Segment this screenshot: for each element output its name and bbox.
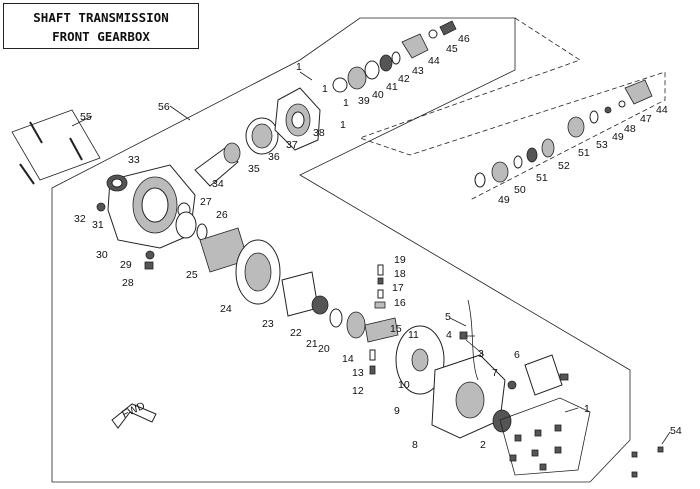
callout-20: 20 xyxy=(318,343,330,355)
washer-22-icon xyxy=(311,295,329,315)
callout-42: 42 xyxy=(398,73,410,85)
callout-52: 52 xyxy=(558,160,570,172)
callout-53: 53 xyxy=(596,139,608,151)
shim-26-icon xyxy=(196,223,208,241)
callout-29: 29 xyxy=(120,259,132,271)
callout-35: 35 xyxy=(248,163,260,175)
callout-49-b: 49 xyxy=(498,194,510,206)
callout-16: 16 xyxy=(394,297,406,309)
kit-55-outline xyxy=(11,109,101,181)
dashed-detail-outline xyxy=(358,17,666,201)
callout-34: 34 xyxy=(212,178,224,190)
callout-56: 56 xyxy=(158,101,170,113)
kit-55-bolts xyxy=(19,121,83,185)
callout-41: 41 xyxy=(386,81,398,93)
callout-5: 5 xyxy=(445,311,451,323)
detent-pins xyxy=(369,264,386,375)
callout-4: 4 xyxy=(446,329,452,341)
callout-51-a: 51 xyxy=(578,147,590,159)
assembly-56-outline xyxy=(51,17,631,483)
callout-7: 7 xyxy=(492,367,498,379)
upper-shaft-parts xyxy=(332,20,457,93)
callout-1-a: 1 xyxy=(296,61,302,73)
gearbox-housing-left xyxy=(107,164,196,249)
callout-31: 31 xyxy=(92,219,104,231)
callout-25: 25 xyxy=(186,269,198,281)
callout-19: 19 xyxy=(394,254,406,266)
title-line-1: SHAFT TRANSMISSION xyxy=(33,10,169,25)
seal-2-icon xyxy=(492,409,512,433)
leader-lines xyxy=(71,71,671,445)
bearing-27-icon xyxy=(175,211,197,239)
fwd-direction-arrow: FWD xyxy=(111,400,157,429)
callout-22: 22 xyxy=(290,327,302,339)
vent-hose-5 xyxy=(467,299,479,381)
callout-1-e: 1 xyxy=(584,403,590,415)
callout-46: 46 xyxy=(458,33,470,45)
callout-9: 9 xyxy=(394,405,400,417)
drain-plug-28-icon xyxy=(144,261,154,270)
gear-20-icon xyxy=(346,311,366,339)
callout-10: 10 xyxy=(398,379,410,391)
fork-15-icon xyxy=(364,317,399,343)
callout-43: 43 xyxy=(412,65,424,77)
callout-14: 14 xyxy=(342,353,354,365)
detail-shaft-parts xyxy=(474,79,653,188)
spacer-21-icon xyxy=(329,308,343,328)
washer-29-icon xyxy=(145,250,155,260)
callout-55: 55 xyxy=(80,111,92,123)
plug-31-icon xyxy=(96,202,106,212)
diagram-title-box: SHAFT TRANSMISSION FRONT GEARBOX xyxy=(3,3,199,49)
callout-6: 6 xyxy=(514,349,520,361)
callout-44-a: 44 xyxy=(428,55,440,67)
callout-32: 32 xyxy=(74,213,86,225)
vent-fitting-3-icon xyxy=(459,331,468,340)
bearing-housing-38 xyxy=(274,87,321,151)
callout-54: 54 xyxy=(670,425,682,437)
callout-1-d: 1 xyxy=(340,119,346,131)
bolts-54 xyxy=(631,446,664,478)
callout-50: 50 xyxy=(514,184,526,196)
callout-47: 47 xyxy=(640,113,652,125)
callout-1-b: 1 xyxy=(322,83,328,95)
callout-39: 39 xyxy=(358,95,370,107)
callout-3: 3 xyxy=(478,348,484,360)
callout-2: 2 xyxy=(480,439,486,451)
callout-45: 45 xyxy=(446,43,458,55)
oring-7-icon xyxy=(507,380,517,390)
gearbox-housing-right xyxy=(431,354,506,439)
callout-44-b: 44 xyxy=(656,104,668,116)
callout-30: 30 xyxy=(96,249,108,261)
callout-51-b: 51 xyxy=(536,172,548,184)
callout-48: 48 xyxy=(624,123,636,135)
callout-38: 38 xyxy=(313,127,325,139)
callout-18: 18 xyxy=(394,268,406,280)
callout-28: 28 xyxy=(122,277,134,289)
callout-15: 15 xyxy=(390,323,402,335)
callout-37: 37 xyxy=(286,139,298,151)
callout-36: 36 xyxy=(268,151,280,163)
callout-23: 23 xyxy=(262,318,274,330)
title-line-2: FRONT GEARBOX xyxy=(52,29,150,44)
callout-13: 13 xyxy=(352,367,364,379)
actuator-motor-6 xyxy=(524,354,569,396)
callout-49-a: 49 xyxy=(612,131,624,143)
callout-27: 27 xyxy=(200,196,212,208)
callout-1-c: 1 xyxy=(343,97,349,109)
callout-8: 8 xyxy=(412,439,418,451)
callout-33: 33 xyxy=(128,154,140,166)
callout-17: 17 xyxy=(392,282,404,294)
pinion-shaft xyxy=(194,142,241,187)
bolt-kit-1-bolts xyxy=(509,424,562,471)
callout-12: 12 xyxy=(352,385,364,397)
callout-11: 11 xyxy=(408,329,419,341)
callout-26: 26 xyxy=(216,209,228,221)
callout-40: 40 xyxy=(372,89,384,101)
bolt-kit-1-outline xyxy=(499,397,591,476)
callout-21: 21 xyxy=(306,338,318,350)
callout-24: 24 xyxy=(220,303,232,315)
